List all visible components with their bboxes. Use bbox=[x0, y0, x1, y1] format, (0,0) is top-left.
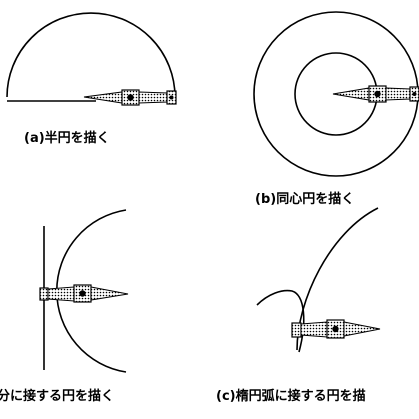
caption-semicircle: (a)半円を描く bbox=[24, 131, 110, 146]
caption-tangent-line: 線分に接する円を描く bbox=[0, 389, 115, 404]
compass-icon bbox=[39, 284, 129, 303]
semicircle-arc bbox=[6, 12, 176, 98]
compass-icon bbox=[83, 89, 177, 106]
panel-tangent-line bbox=[39, 209, 129, 373]
caption-tangent-ellipse-arc: (c)楕円弧に接する円を描 bbox=[216, 389, 366, 404]
panel-b-concentric bbox=[253, 11, 419, 177]
caption-concentric: (b)同心円を描く bbox=[255, 192, 355, 207]
compass-icon bbox=[291, 319, 381, 339]
compass-icon bbox=[332, 85, 419, 103]
panel-a-semicircle bbox=[6, 12, 177, 106]
panel-tangent-ellipse bbox=[256, 207, 381, 353]
